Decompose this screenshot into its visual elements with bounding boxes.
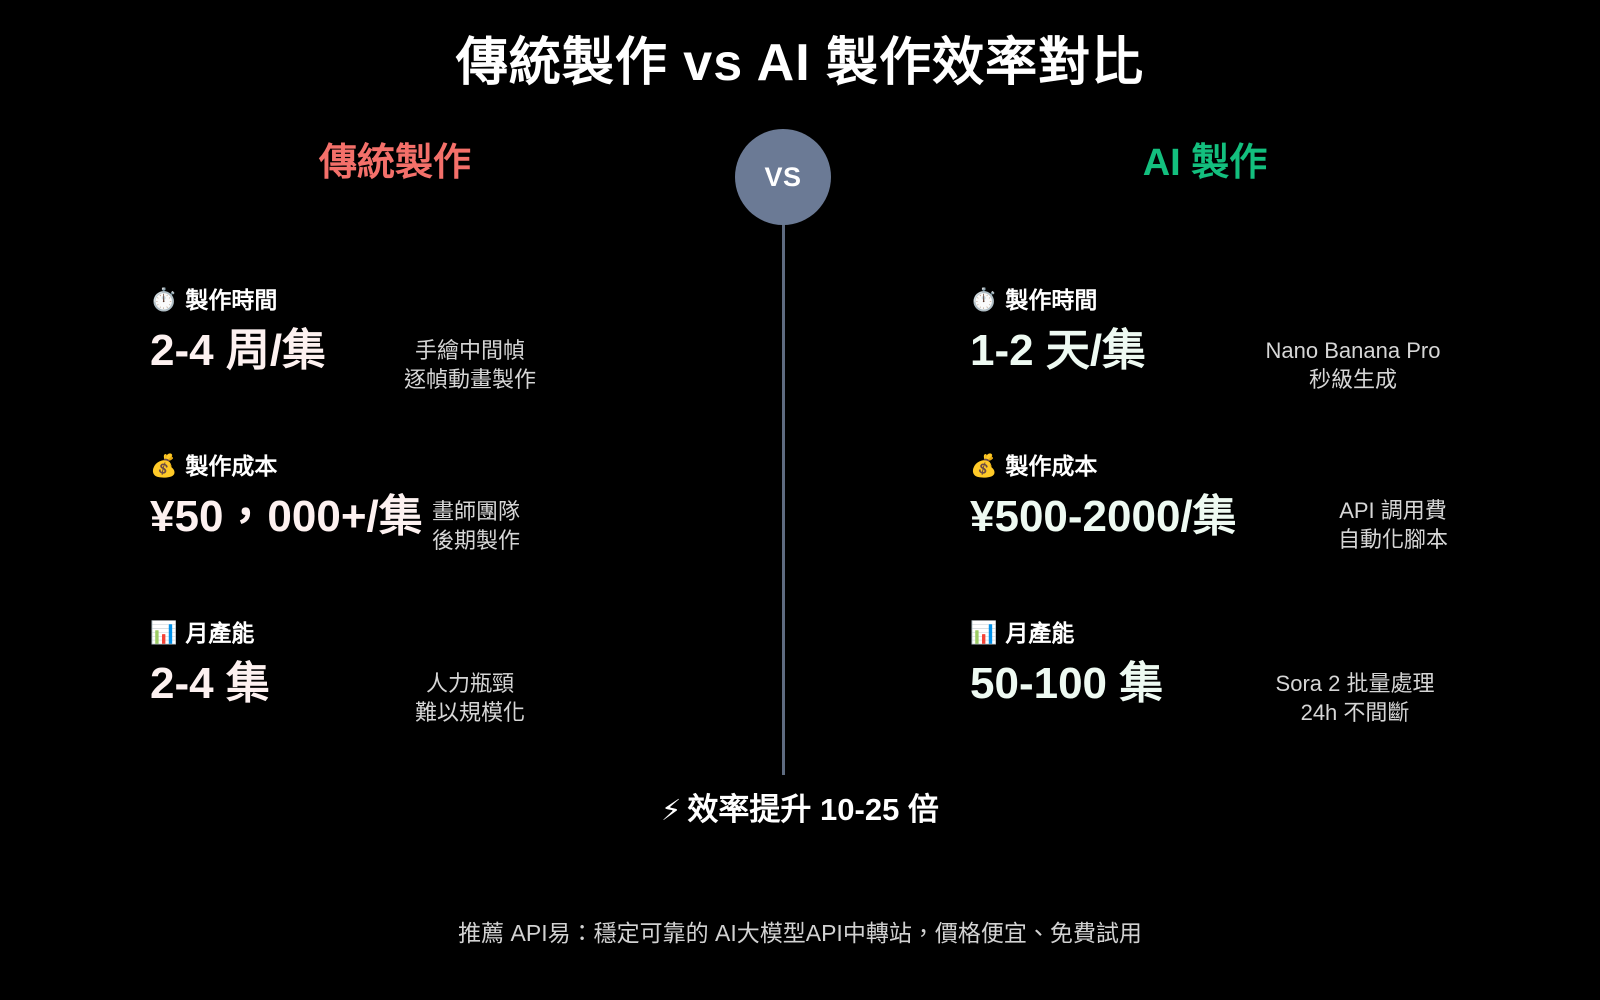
metric-note-line: Sora 2 批量處理 (1275, 670, 1435, 696)
metric-label-text: 製作時間 (1005, 287, 1098, 313)
metric-body: 1-2 天/集 Nano Banana Pro 秒級生成 (970, 324, 1600, 398)
metric-body: ¥500-2000/集 API 調用費 自動化腳本 (970, 490, 1600, 564)
metric-note-line: 自動化腳本 (1337, 527, 1448, 553)
metric-label-text: 製作成本 (185, 453, 278, 479)
metric-note-line: 人力瓶頸 (425, 670, 514, 696)
metric-label: 📊 月產能 (970, 619, 1600, 648)
metric-note-line: 手繪中間幀 (414, 337, 525, 363)
metric-row: ⏱️ 製作時間 2-4 周/集 手繪中間幀 逐幀動畫製作 (150, 286, 790, 398)
bar-chart-icon: 📊 (150, 620, 178, 646)
footer-note: 推薦 API易：穩定可靠的 AI大模型API中轉站，價格便宜、免費試用 (458, 920, 1142, 946)
metric-label: 📊 月產能 (150, 619, 790, 648)
lightning-bolt-icon: ⚡ (661, 795, 682, 827)
metric-note-line: 畫師團隊 (431, 498, 520, 524)
metric-value: 1-2 天/集 (970, 325, 1147, 375)
metric-body: ¥50，000+/集 畫師團隊 後期製作 (150, 490, 790, 564)
metric-notes: 人力瓶頸 難以規模化 (340, 669, 600, 728)
metric-label: 💰 製作成本 (150, 452, 790, 481)
metric-notes: Nano Banana Pro 秒級生成 (1218, 336, 1488, 395)
metric-notes: API 調用費 自動化腳本 (1258, 496, 1528, 555)
metric-note-line: Nano Banana Pro (1265, 337, 1441, 363)
metric-row: 📊 月產能 2-4 集 人力瓶頸 難以規模化 (150, 619, 790, 731)
vs-badge: VS (735, 129, 831, 225)
metric-note-line: 後期製作 (431, 528, 520, 554)
metric-notes: 畫師團隊 後期製作 (346, 497, 606, 556)
center-divider-line (782, 222, 785, 775)
metric-value: 50-100 集 (970, 658, 1164, 708)
vs-badge-label: VS (764, 161, 802, 192)
money-bag-icon: 💰 (150, 453, 178, 479)
metric-notes: 手繪中間幀 逐幀動畫製作 (340, 336, 600, 395)
metric-note-line: 秒級生成 (1308, 367, 1397, 393)
metric-label: ⏱️ 製作時間 (970, 286, 1600, 315)
metric-value: ¥500-2000/集 (970, 491, 1237, 541)
metric-notes: Sora 2 批量處理 24h 不間斷 (1220, 669, 1490, 728)
page-title: 傳統製作 vs AI 製作效率對比 (455, 34, 1145, 92)
bar-chart-icon: 📊 (970, 620, 998, 646)
metric-row: 💰 製作成本 ¥500-2000/集 API 調用費 自動化腳本 (970, 452, 1600, 564)
efficiency-highlight-text: 效率提升 10-25 倍 (687, 792, 939, 827)
metric-value: 2-4 集 (150, 658, 270, 708)
metric-value: ¥50，000+/集 (150, 491, 423, 541)
metric-note-line: API 調用費 (1339, 497, 1447, 523)
metric-value: 2-4 周/集 (150, 325, 327, 375)
metric-row: 📊 月產能 50-100 集 Sora 2 批量處理 24h 不間斷 (970, 619, 1600, 731)
metric-label-text: 月產能 (185, 620, 255, 646)
metric-note-line: 24h 不間斷 (1300, 700, 1410, 726)
metric-note-line: 逐幀動畫製作 (403, 367, 536, 393)
stopwatch-icon: ⏱️ (970, 287, 998, 313)
metric-label: 💰 製作成本 (970, 452, 1600, 481)
column-header-ai: AI 製作 (1142, 142, 1268, 184)
metric-row: ⏱️ 製作時間 1-2 天/集 Nano Banana Pro 秒級生成 (970, 286, 1600, 398)
metric-label-text: 製作時間 (185, 287, 278, 313)
metric-body: 50-100 集 Sora 2 批量處理 24h 不間斷 (970, 657, 1600, 731)
column-header-traditional: 傳統製作 (318, 142, 471, 184)
money-bag-icon: 💰 (970, 453, 998, 479)
metric-body: 2-4 集 人力瓶頸 難以規模化 (150, 657, 790, 731)
metric-label: ⏱️ 製作時間 (150, 286, 790, 315)
metric-body: 2-4 周/集 手繪中間幀 逐幀動畫製作 (150, 324, 790, 398)
efficiency-highlight: ⚡效率提升 10-25 倍 (0, 790, 1600, 831)
metric-label-text: 月產能 (1005, 620, 1075, 646)
metric-row: 💰 製作成本 ¥50，000+/集 畫師團隊 後期製作 (150, 452, 790, 564)
metric-label-text: 製作成本 (1005, 453, 1098, 479)
metric-note-line: 難以規模化 (414, 700, 525, 726)
stopwatch-icon: ⏱️ (150, 287, 178, 313)
